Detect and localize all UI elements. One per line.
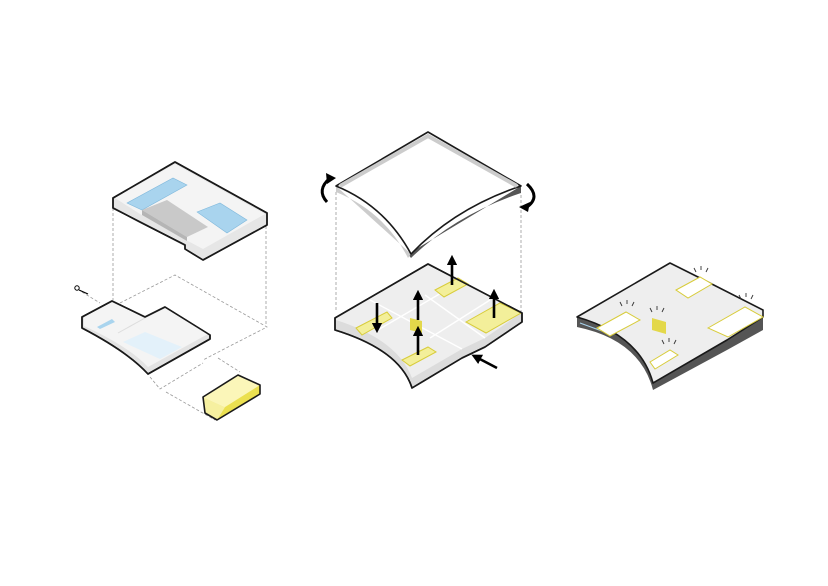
yellow-block xyxy=(202,374,261,421)
lower-tray xyxy=(81,300,211,375)
pool-left xyxy=(126,177,188,211)
upper-tray xyxy=(112,161,268,261)
canopy-lift xyxy=(320,131,536,389)
arrow-up-icon xyxy=(412,254,500,355)
scissors-icon xyxy=(74,285,89,295)
assembled-slab xyxy=(576,262,765,390)
canopy xyxy=(335,131,522,258)
middle-slab xyxy=(334,263,523,389)
pool-small xyxy=(97,319,115,329)
rotate-left-icon xyxy=(320,173,336,204)
pool-right xyxy=(196,202,248,234)
rotate-right-icon xyxy=(519,182,536,212)
exploded-trays xyxy=(74,161,268,421)
guide-lines xyxy=(81,208,268,421)
sparkle-icon xyxy=(619,266,754,345)
arrow-diagonal-icon xyxy=(471,354,498,370)
gray-slab xyxy=(142,200,208,237)
pool-large xyxy=(123,332,182,359)
